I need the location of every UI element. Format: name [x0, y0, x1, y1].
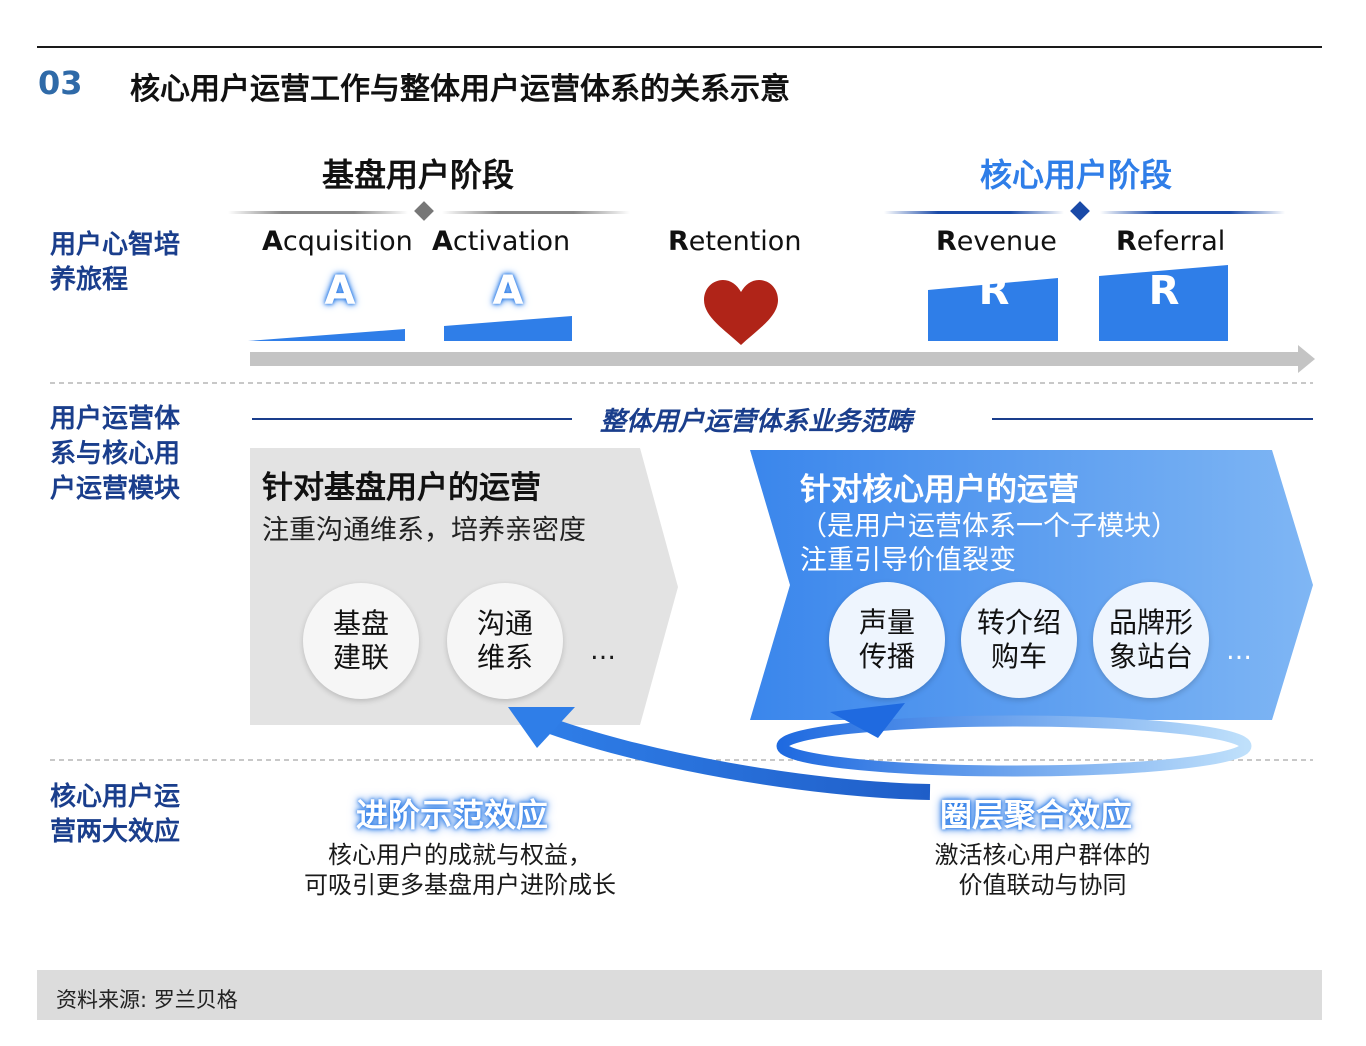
base-ellipsis: … [590, 636, 616, 666]
stage-core-label: 核心用户阶段 [980, 156, 1173, 194]
module-voice-spread: 声量传播 [829, 582, 945, 698]
page-title: 核心用户运营工作与整体用户运营体系的关系示意 [130, 72, 790, 107]
advance-arrow [508, 707, 931, 800]
effect-right-desc: 激活核心用户群体的 价值联动与协同 [880, 840, 1205, 900]
referral-letter: R [1148, 268, 1180, 314]
metric-activation: Activation [432, 226, 570, 257]
metric-initial: R [936, 226, 957, 257]
metric-rest: ctivation [452, 226, 571, 257]
referral-bar [1099, 265, 1228, 341]
module-line: 品牌形 [1108, 606, 1193, 639]
acquisition-letter: A [324, 268, 356, 314]
effect-left-desc: 核心用户的成就与权益， 可吸引更多基盘用户进阶成长 [260, 840, 660, 900]
module-brand-image: 品牌形象站台 [1093, 582, 1209, 698]
metric-acquisition: Acquisition [262, 226, 413, 257]
revenue-bar [928, 278, 1058, 341]
module-line: 维系 [476, 641, 533, 674]
metric-referral: Referral [1116, 226, 1225, 257]
module-line: 传播 [858, 640, 915, 673]
system-heading: 整体用户运营体系业务范畴 [600, 407, 913, 437]
module-line: 转介绍 [976, 606, 1061, 639]
effect-desc-line: 价值联动与协同 [958, 871, 1127, 899]
revenue-letter: R [978, 268, 1010, 314]
metric-rest: etention [688, 226, 802, 257]
activation-letter: A [492, 268, 524, 314]
metric-rest: eferral [1136, 226, 1226, 257]
metric-rest: evenue [956, 226, 1057, 257]
top-rule [37, 46, 1322, 48]
core-panel-note: （是用户运营体系一个子模块） [800, 511, 1178, 542]
module-base-build: 基盘建联 [303, 583, 419, 699]
stage-core-rule [884, 201, 1285, 221]
module-line: 声量 [858, 606, 915, 639]
section-number: 03 [38, 64, 83, 102]
effect-desc-line: 可吸引更多基盘用户进阶成长 [304, 871, 616, 899]
effect-desc-line: 核心用户的成就与权益， [328, 841, 592, 869]
heart-icon [704, 280, 778, 345]
footer-bar [37, 970, 1322, 1020]
metric-revenue: Revenue [936, 226, 1057, 257]
module-line: 购车 [990, 640, 1047, 673]
metric-initial: A [432, 226, 453, 257]
effect-right-title: 圈层聚合效应 [940, 796, 1133, 834]
metric-initial: A [262, 226, 283, 257]
module-referral-purchase: 转介绍购车 [961, 582, 1077, 698]
module-communication: 沟通维系 [447, 583, 563, 699]
module-line: 沟通 [476, 607, 533, 640]
module-line: 象站台 [1108, 640, 1193, 673]
stage-base-rule [228, 201, 630, 221]
acquisition-bar [248, 329, 405, 341]
metric-initial: R [1116, 226, 1137, 257]
stage-base-label: 基盘用户阶段 [322, 156, 515, 194]
base-panel-subtitle: 注重沟通维系，培养亲密度 [262, 515, 586, 546]
row-label-effects: 核心用户运营两大效应 [50, 782, 181, 847]
loop-arrow [776, 703, 1252, 777]
module-line: 建联 [332, 641, 389, 674]
metric-initial: R [668, 226, 689, 257]
row-label-journey: 用户心智培养旅程 [50, 230, 181, 295]
module-line: 基盘 [332, 607, 389, 640]
activation-bar [444, 316, 572, 341]
core-panel-title: 针对核心用户的运营 [800, 472, 1079, 508]
metric-retention: Retention [668, 226, 801, 257]
timeline-arrow [250, 345, 1315, 373]
effect-desc-line: 激活核心用户群体的 [934, 841, 1151, 869]
core-ellipsis: … [1226, 636, 1252, 666]
source-note: 资料来源: 罗兰贝格 [56, 988, 238, 1012]
core-panel-subtitle: 注重引导价值裂变 [800, 545, 1016, 576]
metric-rest: cquisition [282, 226, 413, 257]
effect-left-title: 进阶示范效应 [356, 796, 549, 834]
row-label-system: 用户运营体系与核心用户运营模块 [50, 404, 181, 504]
base-panel-title: 针对基盘用户的运营 [262, 470, 541, 506]
